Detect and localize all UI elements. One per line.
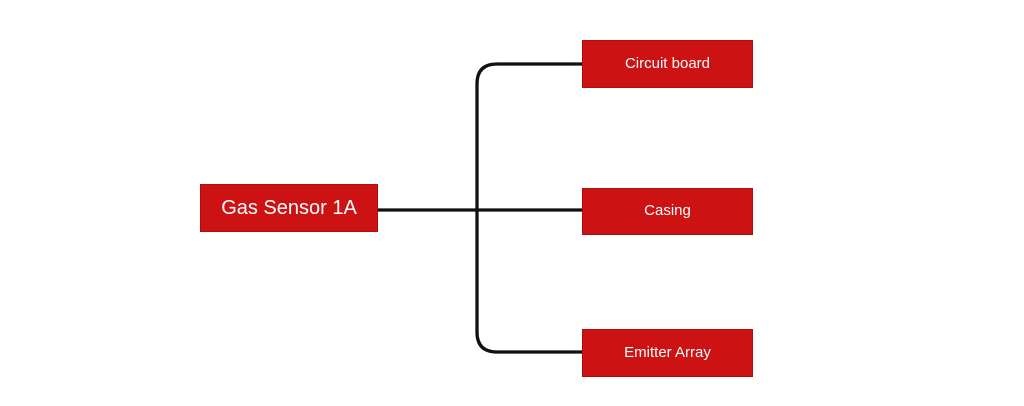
- node-casing: Casing: [582, 188, 753, 235]
- node-gas-sensor-1a: Gas Sensor 1A: [200, 184, 378, 232]
- node-emitter-array: Emitter Array: [582, 329, 753, 377]
- node-emitter-array-label: Emitter Array: [624, 343, 711, 361]
- node-casing-label: Casing: [644, 202, 691, 220]
- node-gas-sensor-1a-label: Gas Sensor 1A: [221, 197, 357, 219]
- node-circuit-board: Circuit board: [582, 40, 753, 88]
- node-circuit-board-label: Circuit board: [624, 54, 711, 72]
- connector-bracket: [475, 62, 582, 354]
